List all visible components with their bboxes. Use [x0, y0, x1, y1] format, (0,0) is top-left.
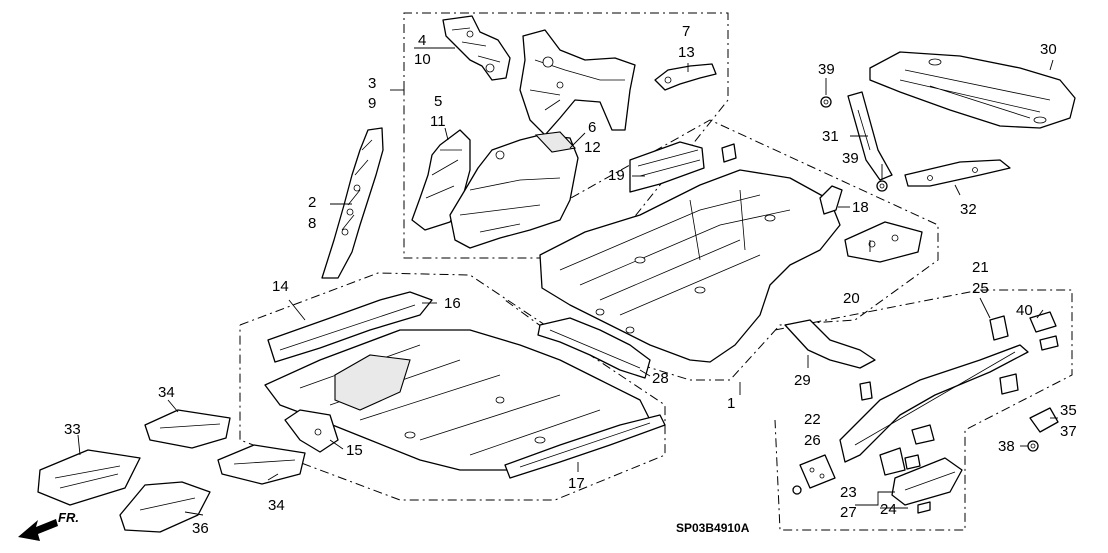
- part-40-bracket: [1029, 311, 1059, 351]
- callout-9: 9: [368, 95, 376, 112]
- part-34-mat-b: [217, 444, 306, 485]
- callout-5: 5: [434, 93, 442, 110]
- part-20-plate: [844, 221, 923, 263]
- part-7-13-small-bracket: [654, 63, 717, 91]
- part-21-25-clip: [989, 315, 1009, 341]
- part-38-bolt: [1027, 440, 1039, 452]
- callout-18: 18: [852, 199, 869, 216]
- callout-16: 16: [444, 295, 461, 312]
- callout-38: 38: [998, 438, 1015, 455]
- part-35-37-bracket: [1029, 407, 1059, 433]
- callout-12: 12: [584, 139, 601, 156]
- callout-22: 22: [804, 411, 821, 428]
- part-15-bracket: [284, 409, 339, 453]
- callout-33: 33: [64, 421, 81, 438]
- callout-26: 26: [804, 432, 821, 449]
- leader-lines: [77, 47, 1058, 516]
- part-29-bracket: [784, 319, 876, 369]
- upper-center-panel: [519, 29, 636, 136]
- side-frame-group-frame: [774, 289, 1073, 531]
- part-33-mat: [37, 449, 141, 506]
- callout-15: 15: [346, 442, 363, 459]
- callout-36: 36: [192, 520, 209, 537]
- callout-34-upper: 34: [158, 384, 175, 401]
- part-14-16-sill: [267, 291, 433, 363]
- front-floor-frame: [239, 272, 666, 501]
- direction-label: FR.: [58, 510, 79, 525]
- callout-1: 1: [727, 395, 735, 412]
- callout-35: 35: [1060, 402, 1077, 419]
- callout-13: 13: [678, 44, 695, 61]
- callout-31: 31: [822, 128, 839, 145]
- part-22-26-plate: [799, 454, 836, 489]
- callout-27: 27: [840, 504, 857, 521]
- side-frame-small-parts: [859, 373, 1019, 476]
- callouts: 3 9 4 10 5 11 7 13 6 12 2 8 19 18 20 1 3…: [64, 23, 1077, 537]
- part-28-tunnel-brace: [537, 317, 651, 379]
- callout-23: 23: [840, 484, 857, 501]
- callout-19: 19: [608, 167, 625, 184]
- callout-30: 30: [1040, 41, 1057, 58]
- callout-37: 37: [1060, 423, 1077, 440]
- callout-11: 11: [430, 113, 446, 130]
- callout-7: 7: [682, 23, 690, 40]
- part-39-clip-a: [820, 96, 832, 108]
- part-1-rear-floor: [539, 169, 841, 363]
- callout-32: 32: [960, 201, 977, 218]
- callout-4: 4: [418, 32, 426, 49]
- callout-34-lower: 34: [268, 497, 285, 514]
- part-18-bracket: [819, 185, 843, 215]
- callout-25: 25: [972, 280, 989, 297]
- callout-17: 17: [568, 475, 585, 492]
- part-34-mat-a: [144, 409, 231, 449]
- callout-6: 6: [588, 119, 596, 136]
- callout-14: 14: [272, 278, 289, 295]
- callout-2: 2: [308, 194, 316, 211]
- front-arrow-icon: FR.: [18, 510, 79, 541]
- callout-21: 21: [972, 259, 989, 276]
- callout-28: 28: [652, 370, 669, 387]
- part-19-crossmember: [629, 141, 705, 193]
- callout-24: 24: [880, 501, 897, 518]
- side-frame-rail: [839, 344, 1029, 463]
- front-floor-panel: [264, 329, 651, 471]
- part-36-mat: [119, 481, 211, 533]
- part-6-12-wheelhouse: [449, 131, 579, 249]
- callout-39-top: 39: [818, 61, 835, 78]
- callout-39-mid: 39: [842, 150, 859, 167]
- part-24-clip: [917, 501, 931, 514]
- part-4-10-upper-bracket: [442, 15, 511, 81]
- small-bolt-lower: [792, 485, 802, 495]
- callout-40: 40: [1016, 302, 1033, 319]
- part-small-clip-upper: [721, 143, 737, 163]
- callout-10: 10: [414, 51, 431, 68]
- part-30-rear-shelf: [869, 51, 1076, 129]
- callout-20: 20: [843, 290, 860, 307]
- callout-8: 8: [308, 215, 316, 232]
- part-17-rail: [504, 414, 666, 479]
- diagram-code: SP03B4910A: [676, 521, 750, 535]
- callout-29: 29: [794, 372, 811, 389]
- part-31-bar: [847, 91, 893, 181]
- part-23-27-bracket: [891, 457, 963, 506]
- callout-3: 3: [368, 75, 376, 92]
- part-2-8-pillar: [321, 127, 384, 279]
- part-39-clip-b: [876, 180, 888, 192]
- part-32-brace: [904, 159, 1011, 187]
